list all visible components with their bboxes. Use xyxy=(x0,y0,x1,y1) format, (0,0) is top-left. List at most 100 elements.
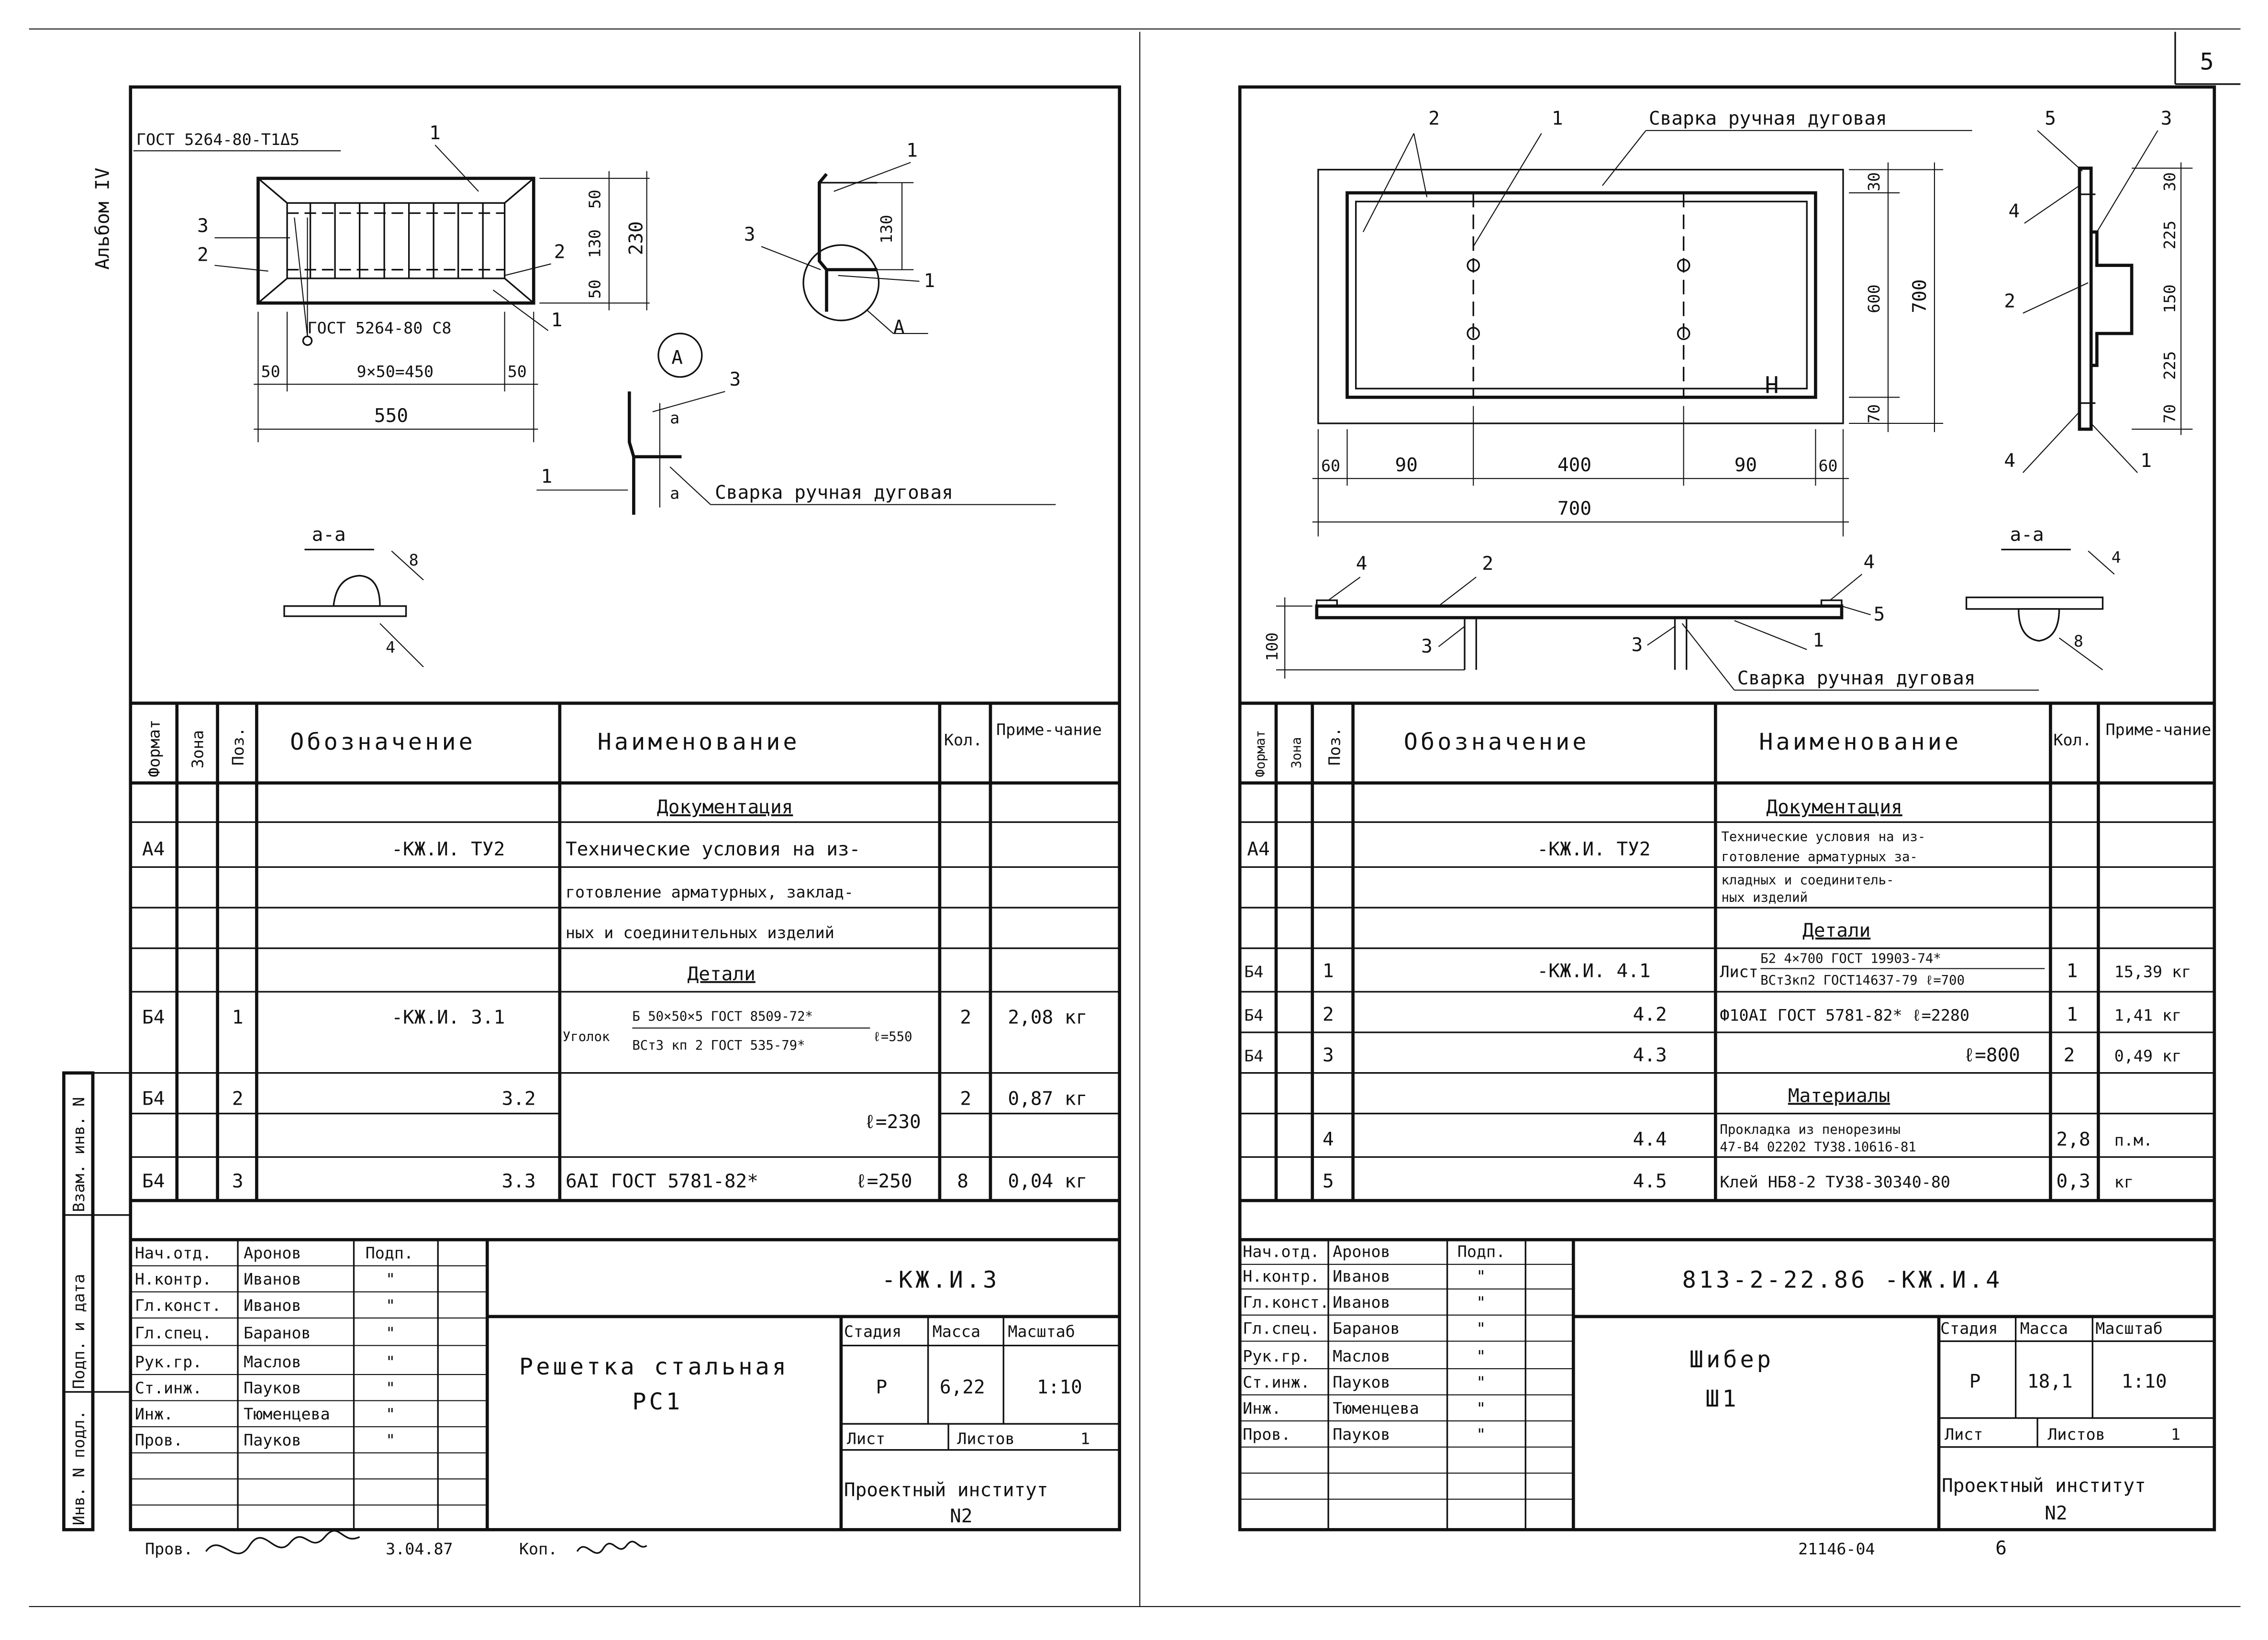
pos-cell: 4 xyxy=(1323,1128,1334,1150)
dim: 400 xyxy=(1557,454,1591,476)
role: Н.контр. xyxy=(1243,1267,1320,1285)
dim: 150 xyxy=(2160,284,2179,313)
col-header: Кол. xyxy=(944,731,982,749)
person: Пауков xyxy=(1333,1425,1390,1443)
qty-cell: 2 xyxy=(960,1007,971,1029)
dim: 700 xyxy=(1909,279,1931,313)
name-bottom: ВСт3 кп 2 ГОСТ 535-79* xyxy=(632,1038,805,1053)
right-drawing: Н Сварка ручная дуговая 2 1 30 600 700 7… xyxy=(1263,108,2193,691)
designation-cell: -КЖ.И. 4.1 xyxy=(1537,960,1651,982)
name-cell: Технические условия на из- xyxy=(566,838,860,860)
person: Тюменцева xyxy=(244,1405,330,1423)
side-stamp: Инв. N подл. Подп. и дата Взам. инв. N xyxy=(62,1071,131,1531)
col-header: Приме-чание xyxy=(2106,720,2212,739)
person: Баранов xyxy=(244,1323,311,1342)
section-title: Детали xyxy=(688,963,756,985)
sheets-value: 1 xyxy=(2171,1425,2180,1443)
role: Нач.отд. xyxy=(1243,1242,1320,1261)
sign: " xyxy=(386,1296,395,1315)
qty-cell: 1 xyxy=(2067,960,2078,982)
mark-letter: Н xyxy=(1765,372,1781,399)
weld-note: Сварка ручная дуговая xyxy=(715,482,953,504)
people-list: Нач.отд. Аронов Подп. Н.контр. Иванов " … xyxy=(1243,1242,1505,1444)
name-cell: Прокладка из пенорезины xyxy=(1720,1122,1901,1137)
name-top: Б 50×50×5 ГОСТ 8509-72* xyxy=(632,1009,813,1024)
left-title-block: Нач.отд. Аронов Подп. Н.контр. Иванов " … xyxy=(130,1238,1120,1530)
weld-note: Сварка ручная дуговая xyxy=(1737,667,1976,689)
leader-label: 3 xyxy=(2161,108,2172,130)
person: Аронов xyxy=(244,1244,301,1263)
leader-label: 1 xyxy=(924,270,935,292)
col-header: Кол. xyxy=(2053,731,2091,749)
dim: 230 xyxy=(625,221,647,255)
col-header: Наименование xyxy=(1759,729,1961,755)
sign: " xyxy=(386,1379,395,1397)
dim: 50 xyxy=(586,279,604,299)
qty-cell: 1 xyxy=(2067,1004,2078,1026)
name-prefix: Уголок xyxy=(563,1030,610,1044)
col-header: Приме-чание xyxy=(996,720,1102,739)
section-label: а-а xyxy=(312,523,346,545)
stage-label: Стадия xyxy=(844,1322,901,1341)
doc-name: Ш1 xyxy=(1705,1385,1739,1412)
format-cell: А4 xyxy=(1247,838,1269,860)
format-cell: Б4 xyxy=(1244,1006,1263,1025)
signature-1 xyxy=(205,1530,360,1554)
leader-label: 4 xyxy=(2009,200,2020,222)
designation-cell: 4.5 xyxy=(1633,1170,1667,1192)
qty-cell: 2 xyxy=(960,1087,971,1109)
role: Гл.конст. xyxy=(135,1296,222,1315)
leader-label: 2 xyxy=(1428,108,1440,130)
format-cell: А4 xyxy=(142,838,165,860)
scale-label: Масштаб xyxy=(1008,1322,1075,1341)
stamp-label: Взам. инв. N xyxy=(69,1097,88,1212)
designation-cell: -КЖ.И. ТУ2 xyxy=(391,838,505,860)
format-cell: Б4 xyxy=(142,1087,165,1109)
name-top: Б2 4×700 ГОСТ 19903-74* xyxy=(1760,951,1941,966)
dim: 600 xyxy=(1865,284,1883,313)
dim: 70 xyxy=(2160,404,2179,423)
leader-label: 3 xyxy=(744,223,756,245)
section-title: Материалы xyxy=(1788,1085,1890,1107)
dim: 700 xyxy=(1557,498,1591,520)
left-spec-table: Формат Зона Поз. Обозначение Наименовани… xyxy=(130,701,1120,1202)
left-sheet: ГОСТ 5264-80-Т1Δ5 ГОСТ 5264-80 С8 1 xyxy=(62,85,1122,1531)
designation-cell: 3.2 xyxy=(502,1087,536,1109)
leader-label: 4 xyxy=(1356,553,1367,575)
section-title: Детали xyxy=(1802,920,1870,942)
person: Баранов xyxy=(1333,1319,1400,1338)
sign: " xyxy=(1476,1399,1486,1418)
role: Рук.гр. xyxy=(135,1352,202,1371)
section-mark: а xyxy=(670,409,679,427)
col-header: Поз. xyxy=(229,727,247,765)
pos-cell: 2 xyxy=(1323,1004,1334,1026)
dim: 50 xyxy=(508,362,527,381)
designation-cell: 4.3 xyxy=(1633,1044,1667,1066)
role: Инж. xyxy=(1243,1399,1281,1418)
people-list: Нач.отд. Аронов Подп. Н.контр. Иванов " … xyxy=(135,1244,413,1450)
dim: 60 xyxy=(1321,456,1340,475)
scale-label: Масштаб xyxy=(2095,1319,2162,1338)
grid-bars xyxy=(309,203,484,278)
qty-cell: 2,8 xyxy=(2057,1128,2090,1150)
dim: 130 xyxy=(586,229,604,258)
col-header: Поз. xyxy=(1325,727,1344,765)
section-mark: а xyxy=(670,484,679,503)
leader-label: 1 xyxy=(2140,450,2152,472)
detail-callout: А xyxy=(671,347,683,369)
name-bottom: ВСт3кп2 ГОСТ14637-79 ℓ=700 xyxy=(1760,973,1965,988)
note-cell: кг xyxy=(2114,1173,2134,1191)
stage-value: Р xyxy=(876,1376,888,1398)
leader-label: 3 xyxy=(197,215,209,237)
name-cell: Ф10АI ГОСТ 5781-82* ℓ=2280 xyxy=(1720,1006,1969,1025)
qty-cell: 2 xyxy=(2064,1044,2075,1066)
leader-label: 2 xyxy=(2004,290,2015,312)
pos-cell: 1 xyxy=(1323,960,1334,982)
album-label: Альбом IV xyxy=(91,167,113,269)
mass-value: 18,1 xyxy=(2027,1370,2073,1392)
leader-label: 5 xyxy=(1874,603,1885,625)
designation-cell: 4.4 xyxy=(1633,1128,1667,1150)
designation-cell: -КЖ.И. 3.1 xyxy=(391,1007,505,1029)
note-cell: 0,49 кг xyxy=(2114,1046,2181,1065)
